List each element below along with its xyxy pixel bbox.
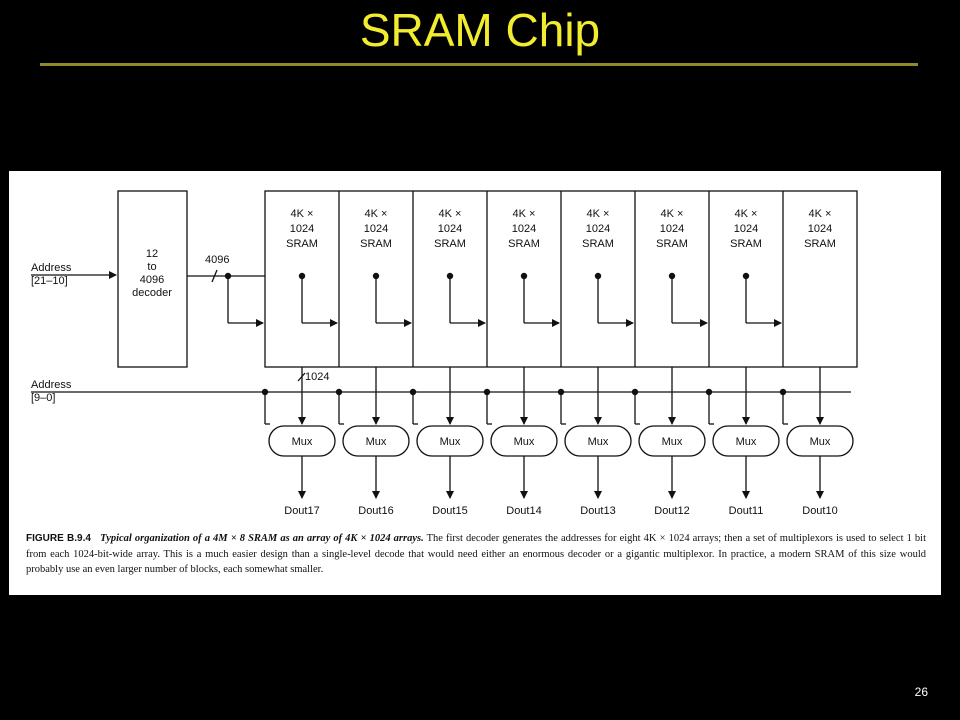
- sram-block-label: 4K ×: [365, 208, 388, 220]
- sram-block-label: SRAM: [656, 238, 688, 250]
- address-high-label: Address: [31, 262, 72, 274]
- sram-block-label: 1024: [586, 223, 610, 235]
- decoder-label: 4096: [140, 274, 164, 286]
- sram-block-label: 1024: [364, 223, 388, 235]
- sram-block-label: 4K ×: [809, 208, 832, 220]
- output-label: Dout13: [580, 505, 615, 517]
- caption-label: FIGURE B.9.4: [26, 533, 91, 544]
- row-bus-width-label: 4096: [205, 254, 229, 266]
- sram-block-label: 4K ×: [587, 208, 610, 220]
- sram-block-label: 1024: [290, 223, 314, 235]
- sram-block-label: 1024: [660, 223, 684, 235]
- sram-block-label: SRAM: [434, 238, 466, 250]
- decoder-label: decoder: [132, 287, 172, 299]
- title-divider: [40, 63, 918, 66]
- sram-block-label: SRAM: [360, 238, 392, 250]
- output-label: Dout11: [729, 505, 764, 517]
- column-bus-width-label: 1024: [305, 371, 329, 383]
- mux-label: Mux: [366, 436, 387, 448]
- mux-label: Mux: [514, 436, 535, 448]
- address-high-range: [21–10]: [31, 275, 68, 287]
- sram-block-label: SRAM: [582, 238, 614, 250]
- mux-label: Mux: [292, 436, 313, 448]
- sram-block-label: 4K ×: [513, 208, 536, 220]
- sram-block-label: 1024: [512, 223, 536, 235]
- sram-block-label: 1024: [734, 223, 758, 235]
- row-bus-slash: [211, 269, 218, 283]
- address-low-label: Address: [31, 379, 72, 391]
- decoder-label: 12: [146, 248, 158, 260]
- mux-label: Mux: [588, 436, 609, 448]
- caption-body: The first decoder generates the addresse…: [26, 533, 926, 575]
- caption-title: Typical organization of a 4M × 8 SRAM as…: [100, 533, 424, 544]
- decoder-block: [117, 190, 188, 368]
- sram-block-label: SRAM: [730, 238, 762, 250]
- sram-block-label: SRAM: [804, 238, 836, 250]
- output-label: Dout12: [654, 505, 689, 517]
- mux-label: Mux: [662, 436, 683, 448]
- decoder-label: to: [147, 261, 156, 273]
- figure-caption: FIGURE B.9.4 Typical organization of a 4…: [26, 531, 926, 578]
- address-low-range: [9–0]: [31, 392, 55, 404]
- sram-block-label: SRAM: [286, 238, 318, 250]
- sram-block-label: 4K ×: [661, 208, 684, 220]
- output-label: Dout17: [284, 505, 319, 517]
- sram-block-label: 4K ×: [735, 208, 758, 220]
- sram-block-label: 1024: [438, 223, 462, 235]
- output-label: Dout10: [802, 505, 837, 517]
- mux-label: Mux: [440, 436, 461, 448]
- sram-block-label: 1024: [808, 223, 832, 235]
- sram-block-label: 4K ×: [291, 208, 314, 220]
- output-label: Dout16: [358, 505, 393, 517]
- sram-block-label: 4K ×: [439, 208, 462, 220]
- output-label: Dout15: [432, 505, 467, 517]
- mux-label: Mux: [810, 436, 831, 448]
- output-label: Dout14: [506, 505, 541, 517]
- sram-block-label: SRAM: [508, 238, 540, 250]
- slide-title: SRAM Chip: [359, 4, 601, 56]
- page-number: 26: [914, 685, 928, 699]
- mux-label: Mux: [736, 436, 757, 448]
